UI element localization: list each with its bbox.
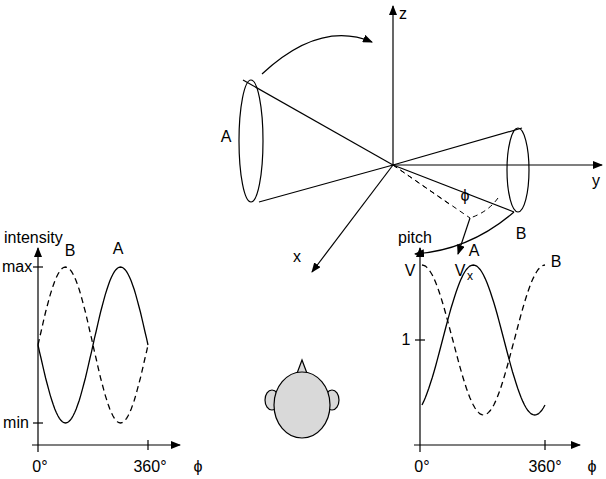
axis-label: ϕ	[194, 459, 203, 475]
cone-b	[393, 128, 529, 212]
tick-label: max	[2, 259, 32, 275]
chart-axis-title: pitch	[398, 230, 432, 246]
axis-label: z	[399, 6, 407, 22]
curve-label: A	[469, 243, 480, 259]
curve-label: B	[65, 243, 76, 259]
axis-label: y	[592, 173, 600, 189]
tick-label: 0°	[414, 459, 429, 475]
axes-3d	[312, 6, 602, 272]
cone-label: B	[516, 226, 527, 242]
tick-label: 0°	[32, 459, 47, 475]
velocity-x-arrow	[458, 218, 470, 254]
axis-label: x	[293, 249, 301, 265]
cone-a	[239, 80, 393, 202]
rotation-arrow	[262, 36, 372, 74]
vector-label: V	[405, 263, 416, 279]
curve-label: A	[113, 241, 124, 257]
intensity-curve-a	[38, 267, 148, 423]
axis-label: ϕ	[588, 459, 597, 475]
chart-axis-title: intensity	[4, 230, 63, 246]
cone-label: A	[221, 129, 232, 145]
head-icon	[265, 360, 339, 438]
pitch-curve-b	[422, 265, 545, 415]
pitch-curve-a	[422, 265, 545, 415]
intensity-axes	[32, 248, 180, 452]
tick-label: 1	[402, 332, 411, 348]
vector-label: V	[455, 263, 466, 279]
tick-label: min	[3, 415, 29, 431]
intensity-curve-b	[38, 267, 148, 423]
tick-label: 360°	[528, 459, 561, 475]
curve-label: B	[551, 254, 562, 270]
angle-label: ϕ	[461, 188, 470, 204]
tick-label: 360°	[133, 459, 166, 475]
angle-dashes	[393, 165, 498, 218]
vector-subscript: x	[467, 270, 473, 282]
pitch-axes	[414, 248, 580, 452]
intensity-curves	[38, 267, 148, 423]
pitch-curves	[422, 265, 545, 415]
